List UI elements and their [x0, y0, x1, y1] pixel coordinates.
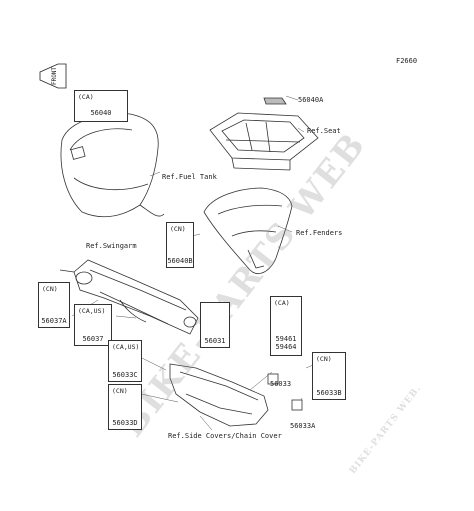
part-tag: (CN)	[316, 355, 332, 363]
front-label: FRONT	[51, 66, 59, 86]
part-code-59464: 59464	[275, 343, 297, 351]
part-tag: (CA,US)	[112, 343, 140, 351]
ref-fuel-tank: Ref.Fuel Tank	[162, 173, 217, 181]
part-box-56033D: (CN) 56033D	[108, 384, 142, 430]
part-code: 56037	[82, 335, 104, 343]
part-tag: (CA)	[78, 93, 94, 101]
part-box-56040: (CA) 56040	[74, 90, 128, 122]
swingarm-illustration	[59, 259, 199, 335]
part-box-56033C: (CA,US) 56033C	[108, 340, 142, 382]
part-code: 56031	[204, 337, 226, 345]
part-code: 56033D	[112, 419, 138, 427]
part-box-56037: (CA,US) 56037	[74, 304, 112, 346]
part-code-56040A: 56040A	[298, 96, 324, 104]
part-tag: (CA)	[274, 299, 290, 307]
part-box-56031: 56031	[200, 302, 230, 348]
part-tag: (CN)	[170, 225, 186, 233]
part-code-56033A: 56033A	[290, 422, 316, 430]
part-box-56037A: (CN) 56037A	[38, 282, 70, 328]
ref-fenders: Ref.Fenders	[296, 229, 343, 237]
part-code: 56040B	[167, 257, 193, 265]
side-cover-illustration	[169, 363, 269, 427]
fender-illustration	[203, 187, 293, 274]
part-code-56033: 56033	[270, 380, 292, 388]
part-tag: (CA,US)	[78, 307, 106, 315]
part-code-59461: 59461	[275, 335, 297, 343]
part-box-56040B: (CN) 56040B	[166, 222, 194, 268]
part-box-59461: (CA) 59461 59464	[270, 296, 302, 356]
ref-side-covers: Ref.Side Covers/Chain Cover	[168, 432, 282, 440]
part-code: 56033C	[112, 371, 138, 379]
part-box-56033B: (CN) 56033B	[312, 352, 346, 400]
part-code: 56040	[90, 109, 112, 117]
part-code: 56037A	[41, 317, 67, 325]
ref-swingarm: Ref.Swingarm	[86, 242, 137, 250]
front-arrow-icon	[39, 63, 67, 89]
seat-illustration	[209, 112, 319, 171]
fuel-tank-illustration	[60, 113, 165, 218]
ref-seat: Ref.Seat	[307, 127, 341, 135]
part-tag: (CN)	[42, 285, 58, 293]
part-code: 56033B	[316, 389, 342, 397]
figure-code: F2660	[396, 57, 418, 65]
part-tag: (CN)	[112, 387, 128, 395]
